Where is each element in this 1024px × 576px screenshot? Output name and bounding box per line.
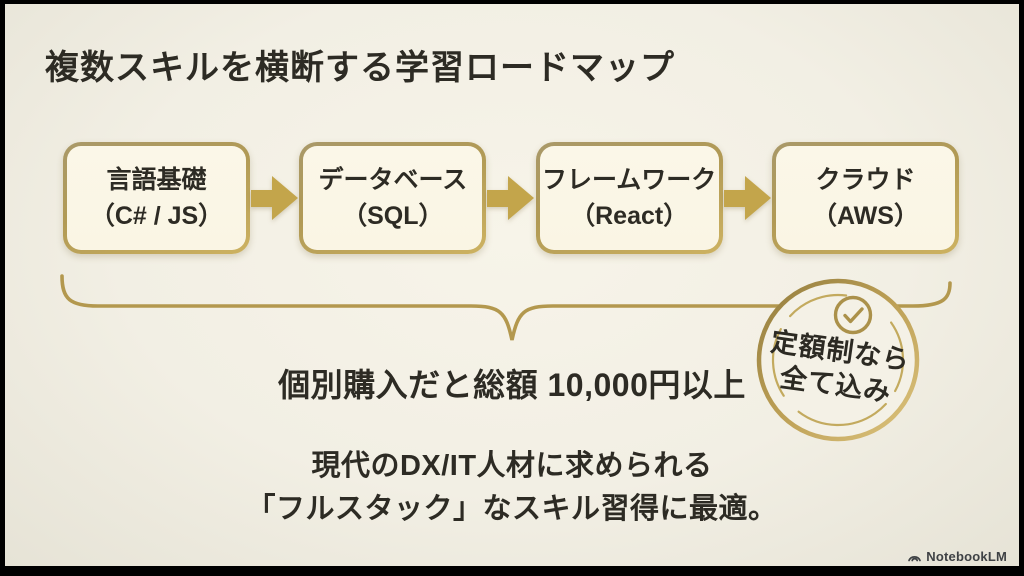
step-label: クラウド [815, 166, 916, 194]
pricing-note: 個別購入だと総額 10,000円以上 [278, 367, 746, 403]
notebooklm-icon [908, 556, 922, 562]
roadmap-step-framework: フレームワーク （React） [536, 142, 723, 254]
step-sublabel: （SQL） [342, 202, 444, 230]
brace [60, 274, 952, 341]
step-label: 言語基礎 [106, 166, 207, 194]
step-label: データベース [318, 166, 468, 194]
arrow-right-icon [251, 176, 299, 220]
step-sublabel: （C# / JS） [89, 202, 224, 230]
check-circle-icon [833, 295, 873, 335]
badge-outer-ring [756, 278, 920, 442]
summary-note: 現代のDX/IT人材に求められる 「フルスタック」なスキル習得に最適。 [5, 445, 1019, 531]
summary-line1: 現代のDX/IT人材に求められる [311, 450, 713, 482]
arrow-right-icon [723, 176, 771, 220]
step-sublabel: （AWS） [812, 202, 919, 230]
watermark: NotebookLM [907, 549, 1007, 564]
step-sublabel: （React） [570, 202, 689, 230]
roadmap-step-database: データベース （SQL） [299, 142, 486, 254]
arrow-right-icon [487, 176, 535, 220]
roadmap-step-language: 言語基礎 （C# / JS） [63, 142, 250, 254]
slide-background: 複数スキルを横断する学習ロードマップ 言語基礎 （C# / JS） データベース… [5, 4, 1019, 566]
badge-inner-ring [771, 293, 905, 427]
roadmap-step-cloud: クラウド （AWS） [772, 142, 959, 254]
summary-line2: 「フルスタック」なスキル習得に最適。 [246, 493, 778, 525]
watermark-label: NotebookLM [926, 549, 1007, 564]
step-label: フレームワーク [542, 166, 717, 194]
subscription-badge [756, 278, 920, 442]
roadmap: 言語基礎 （C# / JS） データベース （SQL） フレームワーク （Rea… [63, 142, 959, 254]
slide-title: 複数スキルを横断する学習ロードマップ [45, 49, 675, 87]
